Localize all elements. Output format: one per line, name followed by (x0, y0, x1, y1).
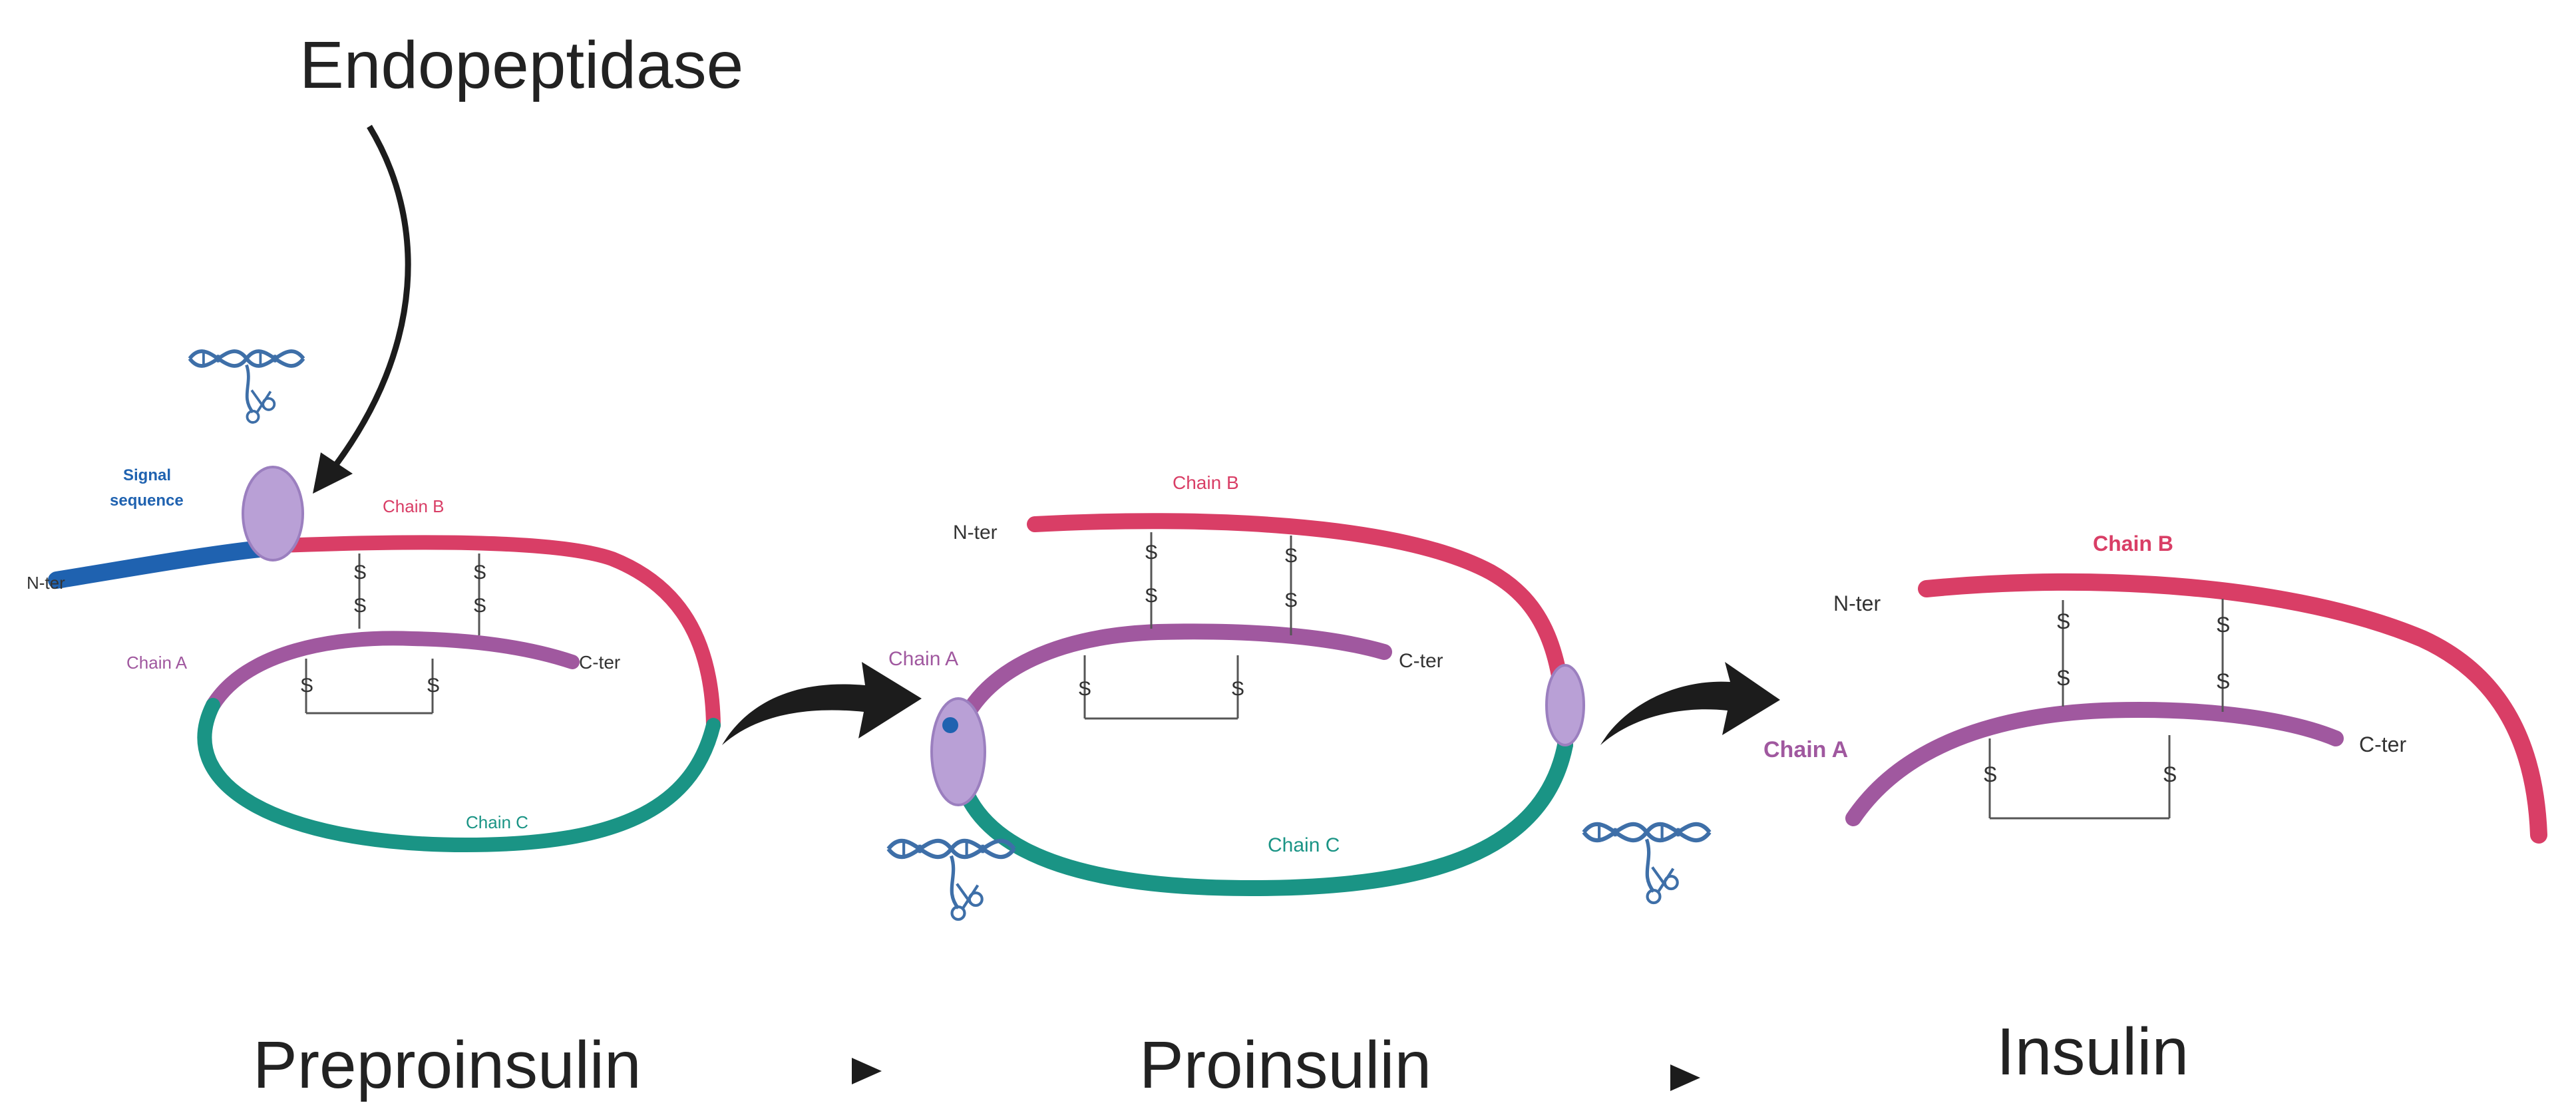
preproinsulin-chain-b-label: Chain B (383, 496, 445, 516)
proinsulin-chain-b (1027, 513, 1573, 753)
enzyme-blob (242, 466, 304, 561)
sulfur-label: S (2056, 609, 2070, 633)
proinsulin-n-ter: N-ter (953, 522, 998, 544)
preproinsulin-c-ter: C-ter (579, 652, 620, 673)
sulfur-label: S (1145, 585, 1158, 607)
endopeptidase-label: Endopeptidase (299, 28, 743, 102)
enzyme-blob (1545, 664, 1585, 746)
endopeptidase-arrow (330, 124, 411, 471)
sulfur-label: S (1231, 678, 1244, 700)
stage-label-insulin: Insulin (1996, 1015, 2189, 1089)
disulfide-bonds (1988, 599, 2224, 820)
proinsulin-chain-c (949, 724, 1573, 897)
stage-label-preproinsulin: Preproinsulin (253, 1028, 642, 1102)
signal-sequence-strand (48, 538, 288, 589)
sulfur-label: S (427, 675, 440, 697)
proinsulin-chain-b-label: Chain B (1173, 472, 1239, 493)
sulfur-label: S (473, 595, 486, 617)
signal-sequence-label-line1: Signal (123, 466, 171, 484)
insulin-structure: S S S S S S N-ter Chain B Chain A C-ter (1763, 532, 2547, 844)
sulfur-label: S (2216, 613, 2230, 637)
proinsulin-structure: S S S S S S N-ter Chain B Chain A C-ter … (888, 472, 1585, 919)
sulfur-label: S (1284, 589, 1298, 611)
insulin-chain-a-label: Chain A (1763, 737, 1848, 762)
stage-arrowhead-1 (852, 1058, 882, 1084)
sulfur-label: S (300, 675, 313, 697)
sulfur-label: S (1284, 545, 1298, 567)
dna-scissors-icon (190, 350, 303, 422)
insulin-chain-b-label: Chain B (2093, 532, 2173, 556)
insulin-c-ter: C-ter (2359, 732, 2406, 756)
preproinsulin-chain-c-label: Chain C (466, 812, 528, 832)
insulin-chain-b (1918, 573, 2547, 844)
sulfur-label: S (2163, 762, 2177, 786)
preproinsulin-structure: S S S S S S Signal sequence N-ter Chain … (27, 350, 721, 853)
enzyme-blob (930, 697, 986, 806)
sulfur-label: S (1983, 762, 1997, 786)
preproinsulin-n-ter: N-ter (27, 573, 65, 593)
proinsulin-chain-c-label: Chain C (1268, 834, 1340, 856)
proinsulin-c-ter: C-ter (1399, 650, 1443, 672)
disulfide-bonds (305, 554, 480, 715)
preproinsulin-chain-a-label: Chain A (126, 653, 188, 673)
dna-scissors-icon (1584, 822, 1710, 903)
transition-arrow-1 (722, 662, 922, 745)
insulin-n-ter: N-ter (1833, 591, 1881, 615)
sulfur-label: S (473, 561, 486, 583)
sulfur-label: S (2056, 666, 2070, 690)
dna-scissors-icon (888, 839, 1014, 919)
sulfur-label: S (2216, 669, 2230, 693)
endopeptidase-arrowhead (313, 452, 353, 494)
preproinsulin-chain-a (206, 631, 580, 713)
sulfur-label: S (353, 561, 367, 583)
stage-label-proinsulin: Proinsulin (1139, 1028, 1431, 1102)
enzyme-bound-residue (942, 717, 958, 733)
disulfide-bonds (1083, 532, 1292, 720)
proinsulin-chain-a (950, 623, 1392, 740)
signal-sequence-label-line2: sequence (110, 492, 184, 510)
sulfur-label: S (353, 595, 367, 617)
preproinsulin-chain-c (197, 698, 721, 853)
insulin-chain-a (1845, 702, 2344, 826)
sulfur-label: S (1145, 542, 1158, 563)
stage-arrowhead-2 (1670, 1064, 1700, 1091)
transition-arrow-2 (1600, 662, 1780, 745)
proinsulin-chain-a-label: Chain A (888, 648, 958, 670)
sulfur-label: S (1078, 678, 1091, 700)
preproinsulin-chain-b (272, 535, 721, 732)
